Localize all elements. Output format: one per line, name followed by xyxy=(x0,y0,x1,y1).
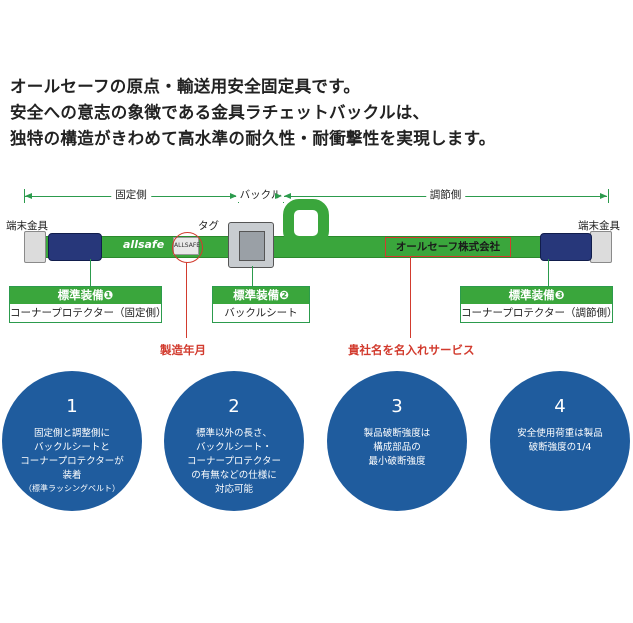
fixed-side-dimension: 固定側 xyxy=(25,187,237,202)
buckle-dimension: バックル xyxy=(235,187,286,202)
feature-circle-2: 2 標準以外の長さ、 バックルシート・ コーナープロテクター の有無などの仕様に… xyxy=(164,371,304,511)
company-print: オールセーフ株式会社 xyxy=(385,237,511,257)
feature-number: 1 xyxy=(66,396,78,417)
feature-number: 4 xyxy=(554,396,566,417)
standard-equipment-head: 標準装備❸ xyxy=(461,287,612,304)
tag-highlight-circle xyxy=(172,232,203,263)
intro-line-3: 独特の構造がきわめて高水準の耐久性・耐衝撃性を実現します。 xyxy=(10,129,496,148)
end-fitting-right-label: 端末金具 xyxy=(578,220,620,232)
standard-equipment-1: 標準装備❶ コーナープロテクター（固定側） xyxy=(9,286,167,323)
end-fitting-left-label: 端末金具 xyxy=(6,220,48,232)
strap-loop xyxy=(283,199,329,247)
intro-line-1: オールセーフの原点・輸送用安全固定具です。 xyxy=(10,77,361,96)
feature-circle-1: 1 固定側と調整側に バックルシートと コーナープロテクターが 装着 （標準ラッ… xyxy=(2,371,142,511)
buckle-label: バックル xyxy=(235,187,286,202)
feature-circle-3: 3 製品破断強度は 構成部品の 最小破断強度 xyxy=(327,371,467,511)
fixed-side-label: 固定側 xyxy=(111,187,151,202)
end-fitting-right xyxy=(590,231,612,263)
corner-protector-fixed xyxy=(48,233,102,261)
connector-std-1 xyxy=(90,259,91,286)
buckle-handle xyxy=(239,231,265,261)
feature-note: （標準ラッシングベルト） xyxy=(24,484,120,493)
standard-equipment-body: コーナープロテクター（調節側） xyxy=(461,307,618,319)
maker-date-label: 製造年月 xyxy=(160,343,206,357)
intro-text: オールセーフの原点・輸送用安全固定具です。 安全への意志の象徴である金具ラチェッ… xyxy=(10,74,620,152)
maker-date-line xyxy=(186,262,187,338)
standard-equipment-body: バックルシート xyxy=(224,307,298,319)
ratchet-buckle xyxy=(228,222,274,268)
feature-text: 安全使用荷重は製品 破断強度の1/4 xyxy=(517,428,603,453)
feature-text: 固定側と調整側に バックルシートと コーナープロテクターが 装着 xyxy=(20,428,124,481)
feature-circle-4: 4 安全使用荷重は製品 破断強度の1/4 xyxy=(490,371,630,511)
standard-equipment-2: 標準装備❷ バックルシート xyxy=(212,286,310,323)
standard-equipment-body: コーナープロテクター（固定側） xyxy=(10,307,167,319)
intro-line-2: 安全への意志の象徴である金具ラチェットバックルは、 xyxy=(10,103,430,122)
adjust-side-dimension: 調節側 xyxy=(284,187,607,202)
end-fitting-left xyxy=(24,231,46,263)
dimension-tick xyxy=(24,189,25,203)
standard-equipment-3: 標準装備❸ コーナープロテクター（調節側） xyxy=(460,286,618,323)
tag-label: タグ xyxy=(198,220,219,232)
brand-logo: allsafe xyxy=(123,238,165,251)
standard-equipment-head: 標準装備❶ xyxy=(10,287,161,304)
name-service-line xyxy=(410,257,411,338)
adjust-side-label: 調節側 xyxy=(425,187,466,202)
feature-number: 3 xyxy=(391,396,403,417)
standard-equipment-head: 標準装備❷ xyxy=(213,287,309,304)
feature-number: 2 xyxy=(228,396,240,417)
corner-protector-adjust xyxy=(540,233,592,261)
feature-text: 製品破断強度は 構成部品の 最小破断強度 xyxy=(363,428,431,467)
name-service-label: 貴社名を名入れサービス xyxy=(348,343,475,357)
dimension-tick xyxy=(608,189,609,203)
connector-std-3 xyxy=(548,259,549,286)
connector-std-2 xyxy=(252,266,253,286)
feature-text: 標準以外の長さ、 バックルシート・ コーナープロテクター の有無などの仕様に 対… xyxy=(186,428,282,495)
